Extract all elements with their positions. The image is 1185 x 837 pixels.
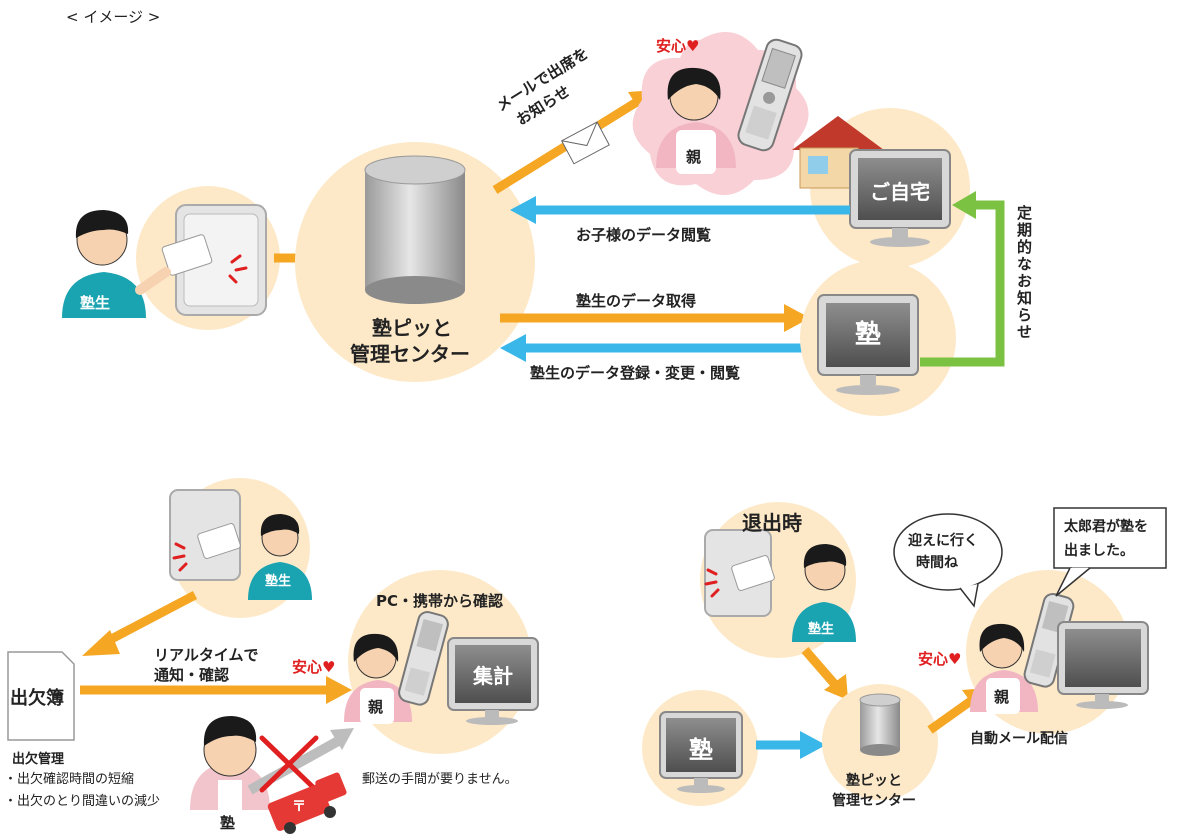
attendance-book-doc xyxy=(7,651,75,741)
student-data-get-label: 塾生のデータ取得 xyxy=(576,292,697,310)
student-data-edit-label: 塾生のデータ登録・変更・閲覧 xyxy=(530,364,741,382)
bl-parent-badge: 親 xyxy=(368,698,384,716)
realtime-line1: リアルタイムで xyxy=(154,646,259,664)
br-center-line1: 塾ピッと xyxy=(846,773,902,789)
child-data-view-label: お子様のデータ閲覧 xyxy=(576,226,712,244)
br-student-badge: 塾生 xyxy=(808,622,835,637)
br-juku-monitor xyxy=(659,711,743,793)
bl-truck xyxy=(267,772,347,834)
bl-teacher-figure xyxy=(190,716,270,810)
br-monitor xyxy=(1057,621,1149,709)
center-label-line2: 管理センター xyxy=(350,342,470,366)
header-label: < イメージ > xyxy=(66,8,161,26)
attendance-mgmt-title: 出欠管理 xyxy=(12,752,65,767)
br-student-figure xyxy=(792,544,856,642)
bl-tally-monitor xyxy=(447,637,539,725)
speech-bubble-rect xyxy=(1053,507,1167,597)
center-label-line1: 塾ピッと xyxy=(372,316,452,340)
top-parent-badge: 親 xyxy=(686,148,702,166)
speech-bubble-oval xyxy=(893,513,1003,608)
card xyxy=(161,234,213,276)
br-arrow-down xyxy=(801,647,842,691)
bl-juku-badge: 塾 xyxy=(220,814,236,832)
bl-arrow-to-book xyxy=(97,591,198,649)
br-parent-badge: 親 xyxy=(994,688,1010,706)
home-screen-label: ご自宅 xyxy=(870,180,930,204)
mobile-phone xyxy=(737,38,803,152)
realtime-line2: 通知・確認 xyxy=(154,666,230,684)
bl-phone xyxy=(398,611,449,706)
bl-student-figure xyxy=(248,514,312,600)
house xyxy=(792,116,884,189)
br-database xyxy=(859,693,901,756)
juku-screen-label: 塾 xyxy=(854,320,881,350)
student-figure xyxy=(62,210,171,318)
br-anshin: 安心♥ xyxy=(918,650,962,668)
database-cylinder xyxy=(364,155,466,304)
speech1-line1: 迎えに行く xyxy=(908,533,978,549)
envelope xyxy=(561,121,610,165)
auto-mail-label: 自動メール配信 xyxy=(970,731,1068,747)
bl-cross-mark xyxy=(259,735,319,793)
br-juku-screen-label: 塾 xyxy=(689,736,713,764)
br-arrow-up xyxy=(927,694,978,734)
bl-anshin: 安心♥ xyxy=(292,658,336,676)
no-mailing-label: 郵送の手間が要りません。 xyxy=(362,772,518,787)
tally-screen-label: 集計 xyxy=(473,664,513,688)
br-parent-figure xyxy=(970,623,1038,714)
juku-monitor xyxy=(817,294,919,395)
exit-time-label: 退出時 xyxy=(742,511,802,535)
top-student-badge: 塾生 xyxy=(80,294,111,312)
truck-mark: 〒 xyxy=(292,799,306,815)
arrow-periodic xyxy=(920,200,1005,367)
speech1-line2: 時間ね xyxy=(916,555,958,571)
attendance-bullet1: ・出欠確認時間の短縮 xyxy=(4,772,135,787)
pc-mobile-check: PC・携帯から確認 xyxy=(376,592,504,610)
parent-figure xyxy=(656,67,736,174)
periodic-notice-label: 定期的なお知らせ xyxy=(1015,205,1033,341)
speech2-line2: 出ました。 xyxy=(1064,543,1134,559)
home-monitor xyxy=(849,149,951,247)
top-anshin: 安心♥ xyxy=(656,37,700,55)
attendance-bullet2: ・出欠のとり間違いの減少 xyxy=(4,794,161,809)
br-center-line2: 管理センター xyxy=(832,793,916,809)
bl-student-badge: 塾生 xyxy=(265,574,292,589)
bl-mailing-arrow xyxy=(247,735,343,795)
speech2-line1: 太郎君が塾を xyxy=(1064,519,1148,535)
bl-parent-figure xyxy=(344,633,412,724)
attendance-book-label: 出欠簿 xyxy=(10,688,64,709)
